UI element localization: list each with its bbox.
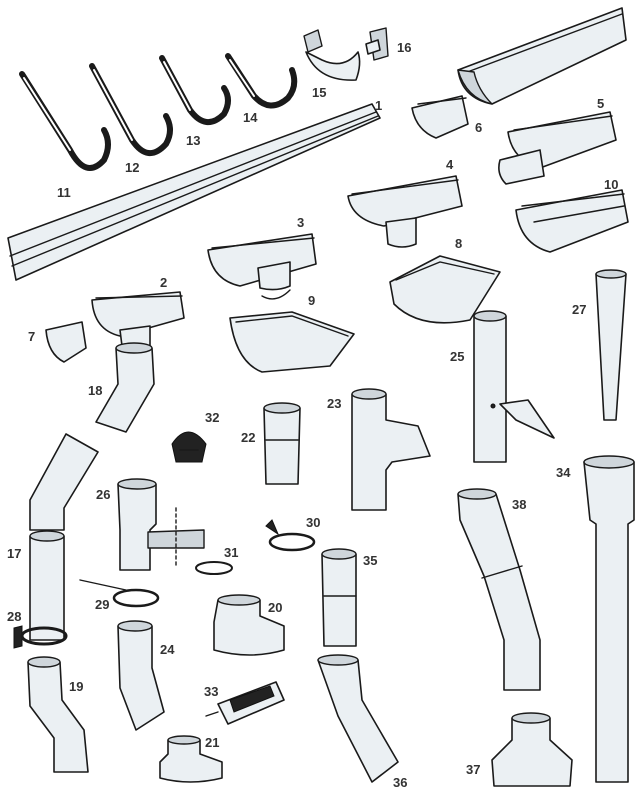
part-number-2: 2 [160, 275, 168, 290]
clip-bracket-15 [303, 29, 361, 81]
part-number-7: 7 [28, 329, 36, 344]
hook-bracket-14 [225, 53, 298, 109]
part-number-18: 18 [88, 383, 103, 398]
part-number-3: 3 [297, 215, 305, 230]
leaf-guard-32 [171, 431, 207, 463]
long-downpipe-34 [583, 455, 635, 783]
part-number-6: 6 [475, 120, 483, 135]
hook-bracket-13 [159, 55, 231, 125]
part-number-15: 15 [312, 85, 327, 100]
branch-26 [117, 478, 205, 571]
part-number-14: 14 [243, 110, 258, 125]
part-number-22: 22 [241, 430, 256, 445]
part-number-29: 29 [95, 597, 110, 612]
shoe-36 [317, 654, 399, 783]
offset-19 [27, 656, 89, 773]
part-number-38: 38 [512, 497, 527, 512]
gutter-connector-6 [411, 95, 469, 139]
sealant-tube-33 [205, 681, 285, 725]
part-number-27: 27 [572, 302, 587, 317]
part-number-1: 1 [375, 98, 383, 113]
part-number-33: 33 [204, 684, 219, 699]
outlet-2 [91, 291, 185, 349]
gutter-angle-8 [389, 255, 501, 324]
gutter-angle-9 [229, 311, 355, 373]
hook-bracket-12 [89, 63, 173, 156]
part-number-26: 26 [96, 487, 111, 502]
gutter-union-10 [515, 189, 629, 253]
reducer-20 [213, 594, 285, 656]
part-number-32: 32 [205, 410, 220, 425]
downpipe-17 [29, 530, 65, 641]
part-number-28: 28 [7, 609, 22, 624]
outlet-end-4 [347, 175, 463, 248]
gutter-top-right [457, 7, 627, 105]
diverter-pipe-25 [473, 310, 555, 463]
pipe-socket-22 [263, 402, 301, 485]
part-number-31: 31 [224, 545, 239, 560]
part-number-17: 17 [7, 546, 22, 561]
part-number-21: 21 [205, 735, 220, 750]
running-outlet-5 [498, 111, 617, 185]
clamp-30 [265, 519, 316, 552]
pipe-bracket-28 [13, 625, 68, 649]
offset-pipe-38 [457, 488, 541, 691]
part-number-19: 19 [69, 679, 84, 694]
part-number-4: 4 [446, 157, 454, 172]
part-number-35: 35 [363, 553, 378, 568]
pipe-35 [321, 548, 357, 647]
tapered-pipe-27 [595, 269, 627, 421]
part-number-12: 12 [125, 160, 140, 175]
part-number-24: 24 [160, 642, 175, 657]
reducer-21 [159, 735, 223, 783]
elbow-24 [117, 620, 165, 731]
part-number-8: 8 [455, 236, 463, 251]
part-number-30: 30 [306, 515, 321, 530]
part-number-37: 37 [466, 762, 481, 777]
long-gutter-1 [7, 103, 381, 281]
end-cap-7 [45, 321, 87, 363]
reducer-37 [491, 712, 573, 787]
part-number-23: 23 [327, 396, 342, 411]
hook-bracket-11 [19, 71, 111, 171]
part-number-16: 16 [397, 40, 412, 55]
part-number-36: 36 [393, 775, 408, 790]
bracket-29 [79, 579, 160, 608]
part-number-10: 10 [604, 177, 619, 192]
part-number-5: 5 [597, 96, 605, 111]
part-number-34: 34 [556, 465, 571, 480]
tee-pipe-23 [351, 388, 431, 511]
elbow-bend [29, 433, 99, 531]
band-31 [195, 561, 233, 575]
small-clip-16 [365, 27, 389, 61]
part-number-25: 25 [450, 349, 465, 364]
part-number-13: 13 [186, 133, 201, 148]
drop-outlet-3 [207, 233, 317, 300]
elbow-18 [95, 342, 155, 433]
part-number-20: 20 [268, 600, 283, 615]
part-number-9: 9 [308, 293, 316, 308]
part-number-11: 11 [57, 185, 71, 200]
